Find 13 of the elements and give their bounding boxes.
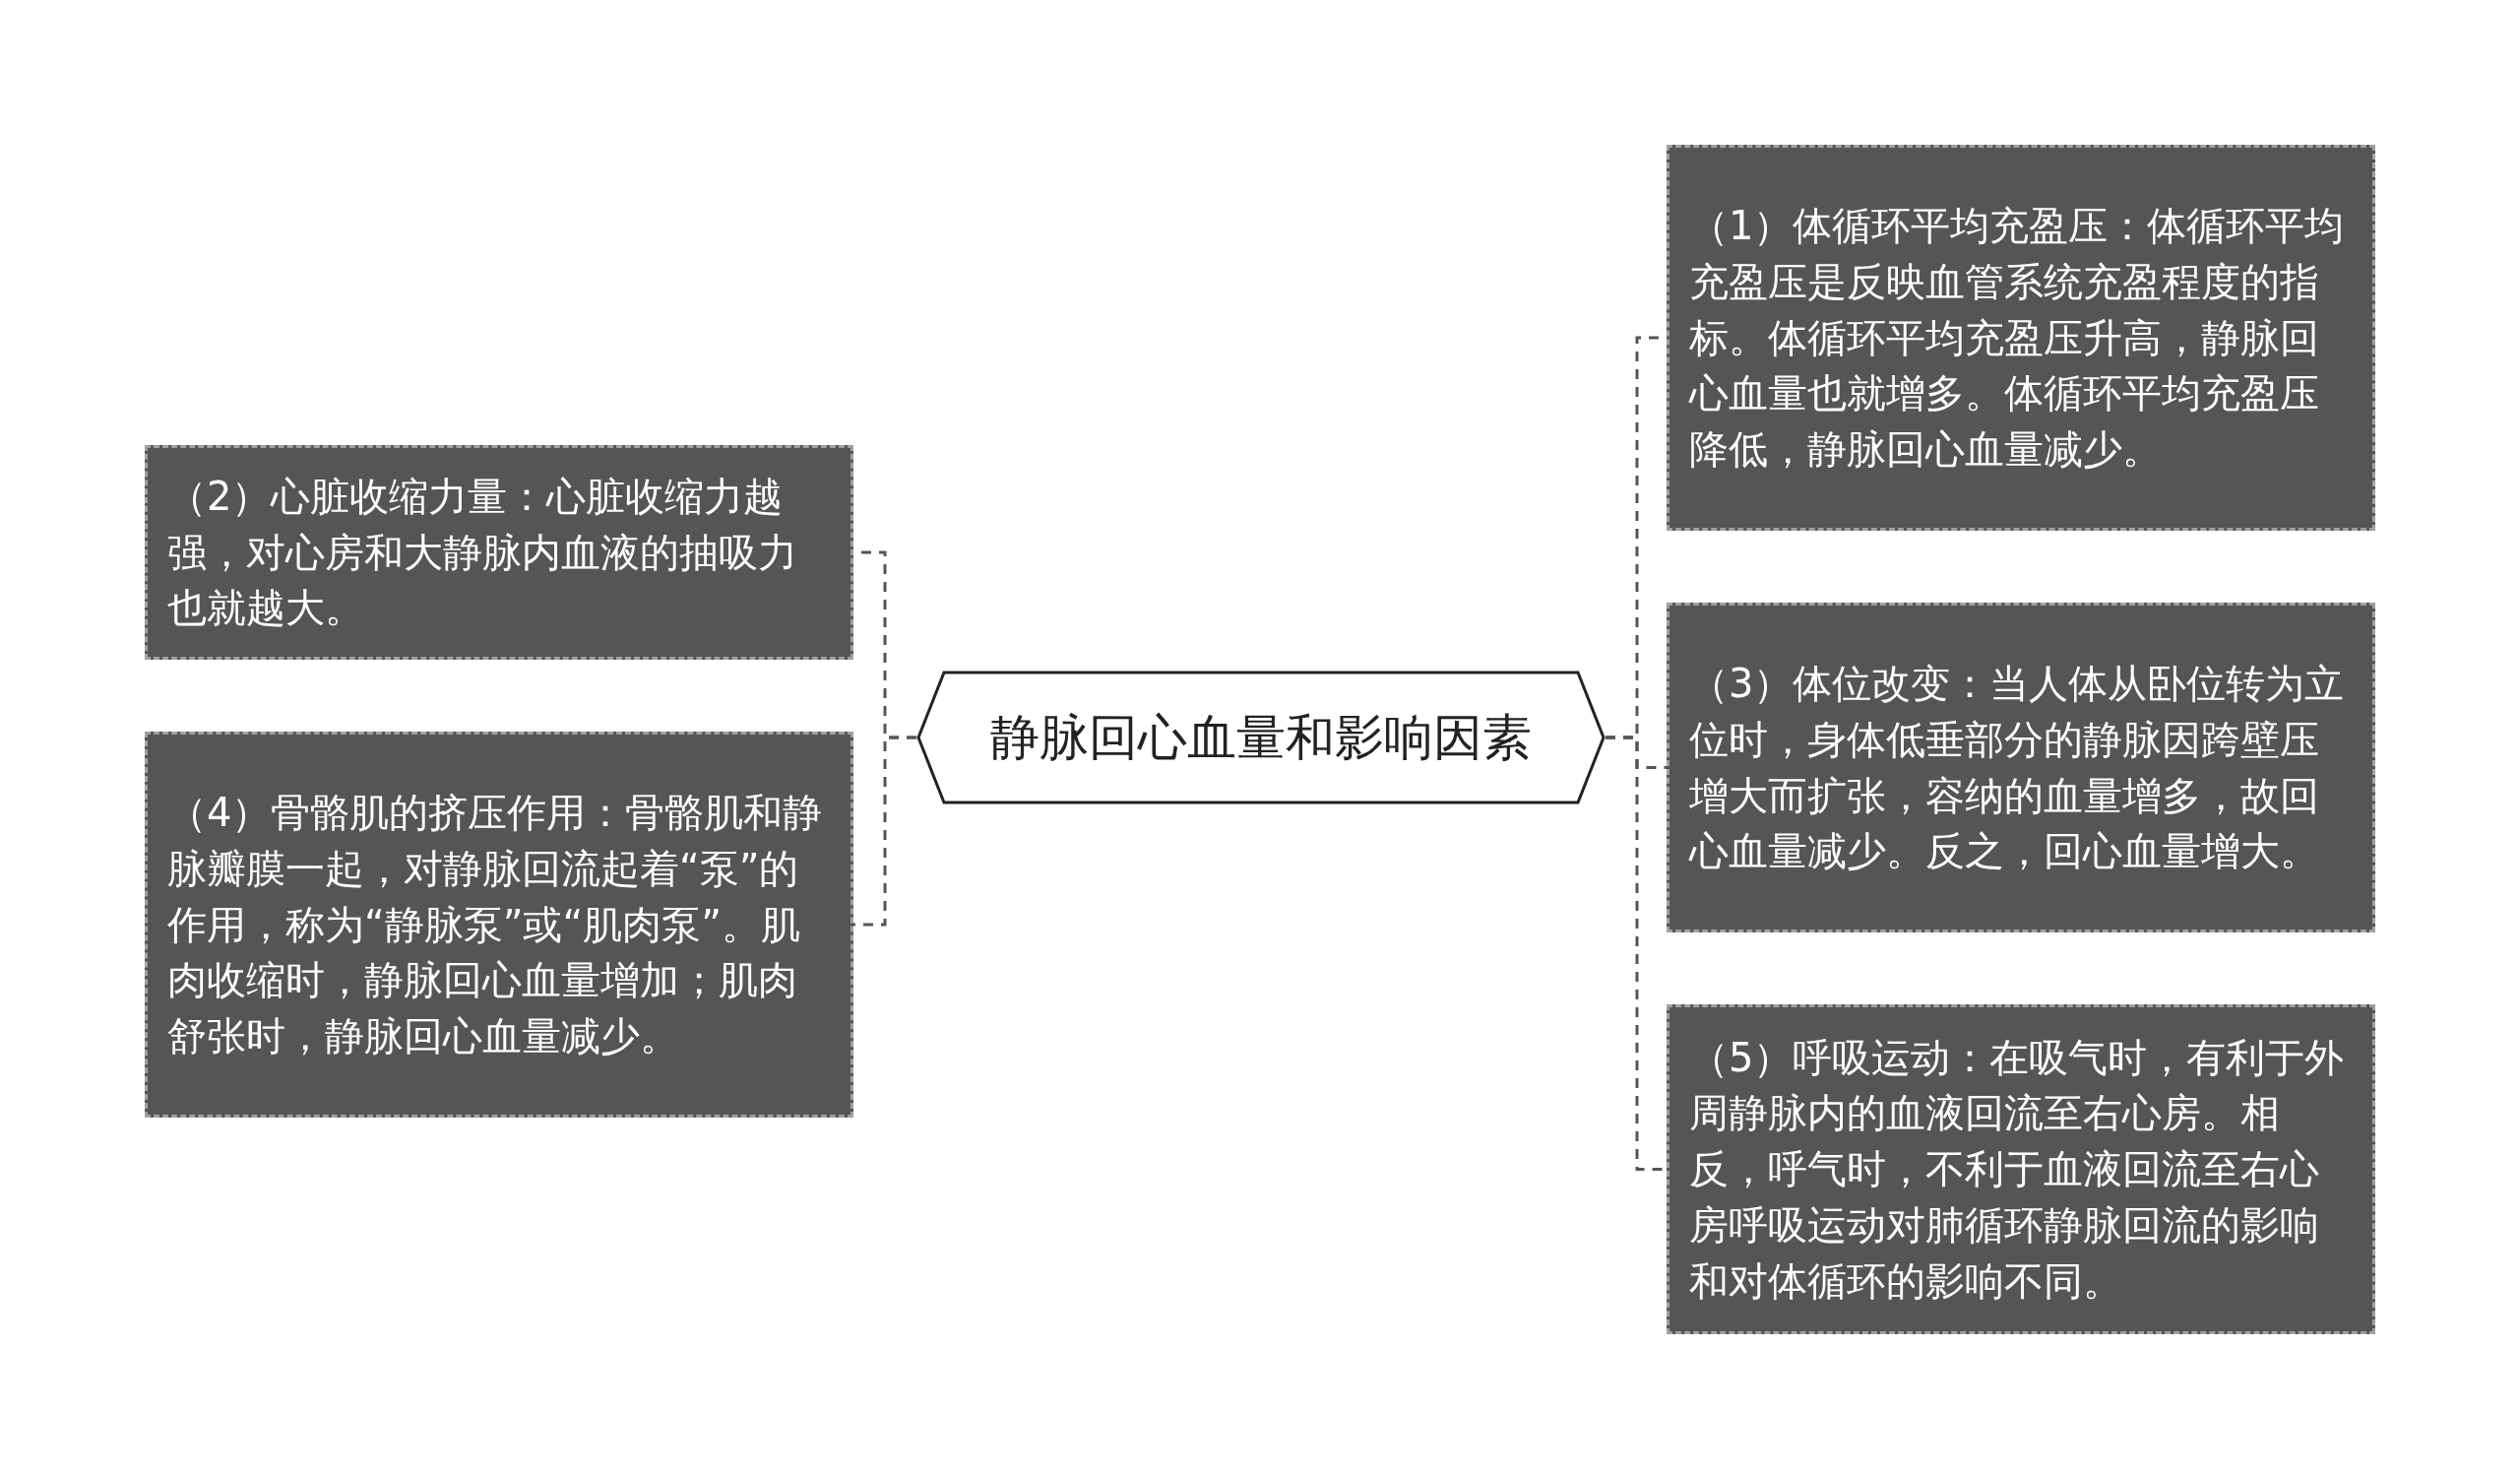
- factor-card: [1667, 1004, 2375, 1334]
- connector-line: [853, 736, 916, 927]
- factor-text: （1）体循环平均充盈压：体循环平均充盈压是反映血管系统充盈程度的指标。体循环平均充盈压升高，静脉回心血量也就增多。体循环平均充盈压降低，静脉回心血量减少。: [1689, 202, 2346, 475]
- factor-card: [1667, 603, 2375, 932]
- factor-text: （3）体位改变：当人体从卧位转为立位时，身体低垂部分的静脉因跨壁压增大而扩张，容纳的血量增多，故回心血量减少。反之，回心血量增大。: [1689, 659, 2346, 876]
- factor-card: [1667, 145, 2375, 531]
- factor-text: （5）呼吸运动：在吸气时，有利于外周静脉内的血液回流至右心房。相反，呼气时，不利于血液回流至右心房呼吸运动对肺循环静脉回流的影响和对体循环的影响不同。: [1689, 1033, 2346, 1306]
- topic-hexagon: [916, 671, 1606, 804]
- factor-card: [145, 732, 853, 1118]
- topic-title: 静脉回心血量和影响因素: [990, 707, 1532, 768]
- factor-card: [145, 445, 853, 660]
- factor-text: （4）骨骼肌的挤压作用：骨骼肌和静脉瓣膜一起，对静脉回流起着“泵”的作用，称为“静脉泵”或“肌肉泵”。肌肉收缩时，静脉回心血量增加；肌肉舒张时，静脉回心血量减少。: [167, 789, 824, 1061]
- factor-text: （2）心脏收缩力量：心脏收缩力越强，对心房和大静脉内血液的抽吸力也就越大。: [167, 472, 798, 633]
